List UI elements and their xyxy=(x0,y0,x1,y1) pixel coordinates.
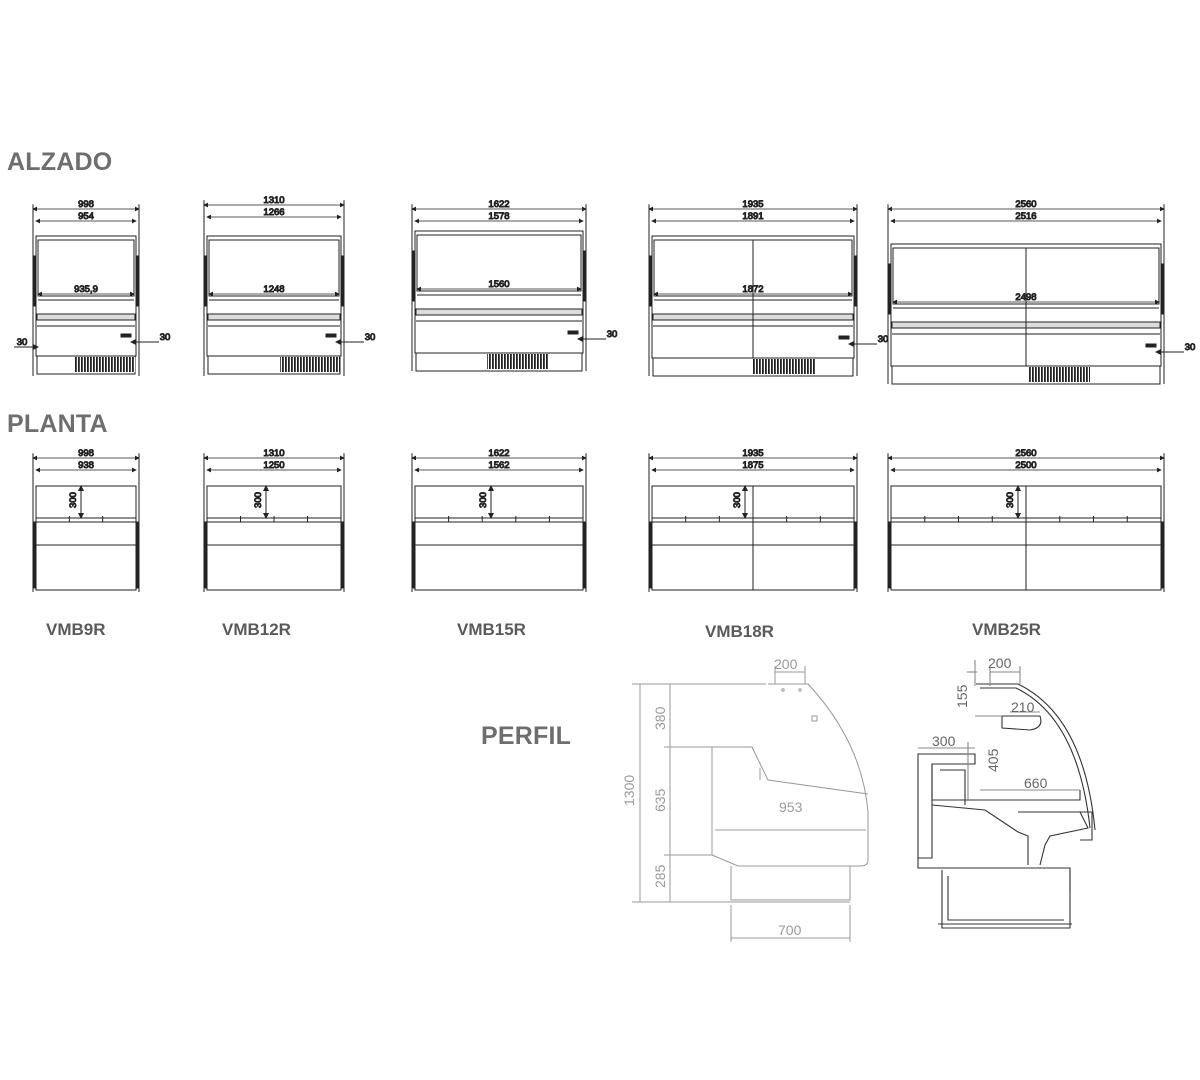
planta-vmb15r-overall-text: 1622 xyxy=(488,448,509,459)
perfil-dim-635: 635 xyxy=(652,788,668,812)
perfil-dim-285: 285 xyxy=(652,864,668,888)
alzado-vmb18r-overall: 1935 xyxy=(648,199,858,214)
planta-vmb15r-inner-text: 1562 xyxy=(488,460,509,471)
perfil-dim-200-b: 200 xyxy=(988,655,1012,671)
alzado-vmb9r-shelf: 935,9 xyxy=(37,284,135,297)
alzado-vmb12r-overall-text: 1310 xyxy=(263,195,284,206)
perfil-dim-380: 380 xyxy=(652,706,668,730)
perfil-dim-700: 700 xyxy=(778,922,802,938)
model-label-vmb9r: VMB9R xyxy=(46,620,106,639)
planta-vmb18r-overall-text: 1935 xyxy=(742,448,763,459)
alzado-vmb9r-inner-text: 954 xyxy=(78,211,94,222)
planta-vmb25r-inner-text: 2500 xyxy=(1015,460,1036,471)
perfil-dim-405: 405 xyxy=(985,748,1001,772)
perfil-dim-1300: 1300 xyxy=(621,775,637,806)
alzado-vmb18r-inner-text: 1891 xyxy=(742,211,763,222)
perfil-dim-155: 155 xyxy=(954,684,970,708)
alzado-vmb9r-inner: 954 xyxy=(35,211,137,224)
alzado-vmb15r-shelf-text: 1560 xyxy=(488,279,509,290)
alzado-vmb9r-side: 30 xyxy=(160,332,171,343)
alzado-vmb9r-left-side: 30 xyxy=(17,337,28,348)
alzado-vmb15r-inner-text: 1578 xyxy=(488,211,509,222)
alzado-vmb12r-shelf-text: 1248 xyxy=(263,284,284,295)
alzado-vmb25r-inner: 2516 xyxy=(890,211,1162,224)
planta-vmb9r-inner-text: 938 xyxy=(78,460,94,471)
alzado-vmb25r-side: 30 xyxy=(1185,342,1196,353)
model-label-vmb12r: VMB12R xyxy=(222,620,291,639)
alzado-vmb12r-inner: 1266 xyxy=(206,207,342,220)
planta-vmb18r-depth: 300 xyxy=(732,492,743,508)
planta-vmb25r-depth: 300 xyxy=(1005,492,1016,508)
planta-vmb12r-inner-text: 1250 xyxy=(263,460,284,471)
planta-vmb12r-overall-text: 1310 xyxy=(263,448,284,459)
planta-vmb18r-inner-text: 1875 xyxy=(742,460,763,471)
planta-vmb15r-depth: 300 xyxy=(478,492,489,508)
model-label-vmb18r: VMB18R xyxy=(705,622,774,641)
alzado-vmb15r-inner: 1578 xyxy=(414,211,584,224)
perfil-dim-300: 300 xyxy=(932,733,956,749)
alzado-vmb15r-side: 30 xyxy=(607,329,618,340)
alzado-vmb18r-side: 30 xyxy=(878,334,889,345)
perfil-dim-200: 200 xyxy=(774,656,798,672)
planta-vmb12r-overall: 1310 xyxy=(203,448,345,463)
alzado-vmb12r-inner-text: 1266 xyxy=(263,207,284,218)
planta-vmb12r-depth: 300 xyxy=(253,492,264,508)
planta-vmb25r-inner: 2500 xyxy=(890,460,1162,473)
planta-vmb15r-inner: 1562 xyxy=(414,460,584,473)
planta-vmb9r-overall-text: 998 xyxy=(78,448,94,459)
alzado-vmb25r-overall: 2560 xyxy=(887,199,1165,214)
alzado-vmb12r-side: 30 xyxy=(365,332,376,343)
alzado-vmb18r-shelf: 1872 xyxy=(653,284,853,297)
section-title-planta: PLANTA xyxy=(7,410,108,438)
alzado-vmb18r-shelf-text: 1872 xyxy=(742,284,763,295)
alzado-vmb12r-shelf: 1248 xyxy=(208,284,340,297)
perfil-outline xyxy=(632,666,869,942)
perfil-dim-210: 210 xyxy=(1011,699,1035,715)
perfil-section xyxy=(917,660,1096,929)
alzado-vmb15r-shelf: 1560 xyxy=(416,279,582,292)
alzado-vmb18r-overall-text: 1935 xyxy=(742,199,763,210)
alzado-vmb12r-overall: 1310 xyxy=(203,195,345,210)
alzado-vmb15r-overall-text: 1622 xyxy=(488,199,509,210)
alzado-vmb25r-overall-text: 2560 xyxy=(1015,199,1036,210)
alzado-vmb25r-shelf: 2498 xyxy=(892,292,1160,305)
alzado-vmb9r-shelf-text: 935,9 xyxy=(74,284,98,295)
alzado-vmb9r-overall-text: 998 xyxy=(78,199,94,210)
planta-vmb12r-inner: 1250 xyxy=(206,460,342,473)
planta-vmb9r-inner: 938 xyxy=(35,460,137,473)
perfil-dim-660: 660 xyxy=(1024,775,1048,791)
alzado-vmb25r-inner-text: 2516 xyxy=(1015,211,1036,222)
section-title-alzado: ALZADO xyxy=(7,148,113,176)
planta-vmb18r-inner: 1875 xyxy=(651,460,855,473)
alzado-vmb25r-shelf-text: 2498 xyxy=(1015,292,1036,303)
alzado-vmb15r-overall: 1622 xyxy=(411,199,587,214)
planta-vmb25r-overall-text: 2560 xyxy=(1015,448,1036,459)
alzado-vmb18r-inner: 1891 xyxy=(651,211,855,224)
section-title-perfil: PERFIL xyxy=(481,722,572,750)
model-label-vmb25r: VMB25R xyxy=(972,620,1041,639)
model-label-vmb15r: VMB15R xyxy=(457,620,526,639)
perfil-dim-953: 953 xyxy=(779,799,803,815)
planta-vmb9r-depth: 300 xyxy=(68,492,79,508)
